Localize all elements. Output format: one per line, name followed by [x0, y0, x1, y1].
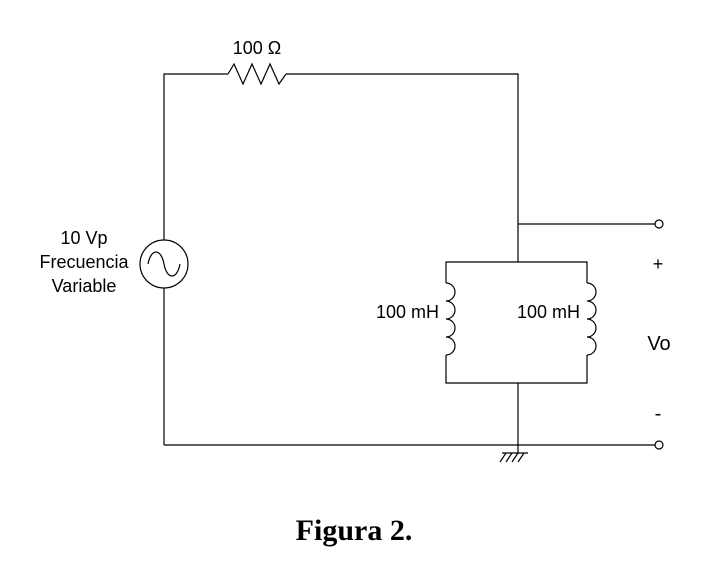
- circuit-wires: [163, 73, 655, 453]
- terminal-bottom-icon: [654, 440, 664, 450]
- figure-caption: Figura 2.: [296, 514, 413, 547]
- inductor-left-label: 100 mH: [376, 302, 439, 322]
- inductor-right-label: 100 mH: [517, 302, 580, 322]
- sine-wave-icon: [147, 251, 181, 277]
- inductor-network: 100 mH 100 mH: [376, 261, 597, 384]
- source-label-amplitude: 10 Vp: [60, 228, 107, 248]
- inductor-box-bottom: [445, 355, 588, 384]
- wire-top-right: [286, 73, 519, 262]
- terminal-top-icon: [654, 219, 664, 229]
- ground-icon: [499, 452, 528, 463]
- output-voltage-label: Vo: [647, 333, 670, 355]
- output-minus-sign: -: [655, 403, 662, 425]
- inductor-left-coil: [445, 282, 456, 356]
- output-plus-sign: +: [653, 254, 664, 274]
- resistor-zigzag: [227, 62, 287, 86]
- ac-source: 10 Vp Frecuencia Variable: [39, 228, 189, 296]
- wire-top-left: [163, 73, 228, 240]
- resistor: 100 Ω: [227, 38, 287, 86]
- inductor-right: 100 mH: [517, 282, 597, 356]
- source-label-frequency: Frecuencia: [39, 252, 129, 272]
- inductor-box-top: [445, 261, 588, 283]
- inductor-left: 100 mH: [376, 282, 456, 356]
- output-terminals: + Vo -: [647, 219, 671, 450]
- inductor-right-coil: [586, 282, 597, 356]
- resistor-label: 100 Ω: [233, 38, 282, 58]
- source-label-variable: Variable: [52, 276, 117, 296]
